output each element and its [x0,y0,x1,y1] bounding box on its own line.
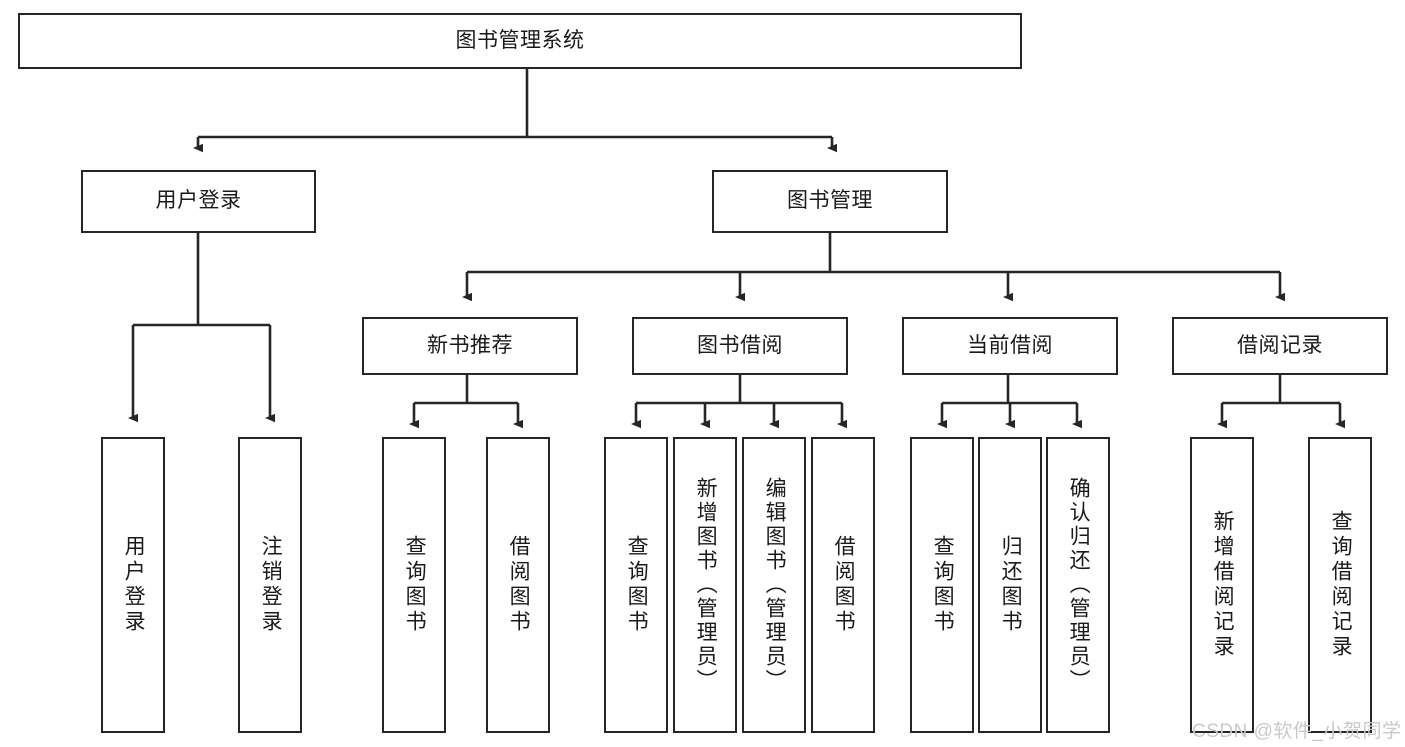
node-leaf-confirm-return[interactable]: 确认归还（管理员） [1046,437,1110,733]
node-leaf-query-book-1-label: 查询图书 [403,535,427,635]
node-leaf-query-record[interactable]: 查询借阅记录 [1308,437,1372,733]
node-leaf-query-record-label: 查询借阅记录 [1329,510,1353,660]
node-leaf-query-book-3[interactable]: 查询图书 [910,437,974,733]
node-leaf-borrow-book-1[interactable]: 借阅图书 [486,437,550,733]
node-user-login-label: 用户登录 [155,189,242,213]
node-leaf-add-book[interactable]: 新增图书（管理员） [673,437,737,733]
node-book-manage-label: 图书管理 [787,189,873,213]
node-current-borrow[interactable]: 当前借阅 [902,317,1118,375]
node-leaf-borrow-book-1-label: 借阅图书 [507,535,531,635]
node-leaf-query-book-2-label: 查询图书 [625,535,649,635]
node-root[interactable]: 图书管理系统 [18,13,1022,69]
node-leaf-logout-label: 注销登录 [259,535,283,635]
node-leaf-user-login[interactable]: 用户登录 [101,437,165,733]
node-current-borrow-label: 当前借阅 [967,333,1053,357]
node-book-borrow[interactable]: 图书借阅 [632,317,848,375]
node-user-login[interactable]: 用户登录 [81,170,316,233]
node-new-book-recommend-label: 新书推荐 [427,333,513,357]
node-leaf-query-book-3-label: 查询图书 [931,535,955,635]
node-root-label: 图书管理系统 [455,28,585,52]
node-leaf-logout[interactable]: 注销登录 [238,437,302,733]
node-book-manage[interactable]: 图书管理 [712,170,948,233]
node-leaf-add-record-label: 新增借阅记录 [1211,510,1235,660]
node-leaf-add-book-label: 新增图书（管理员） [694,477,718,693]
node-book-borrow-label: 图书借阅 [697,333,783,357]
node-leaf-query-book-2[interactable]: 查询图书 [604,437,668,733]
node-borrow-record[interactable]: 借阅记录 [1172,317,1388,375]
node-leaf-edit-book[interactable]: 编辑图书（管理员） [742,437,806,733]
node-leaf-query-book-1[interactable]: 查询图书 [382,437,446,733]
node-leaf-confirm-return-label: 确认归还（管理员） [1067,477,1091,693]
node-new-book-recommend[interactable]: 新书推荐 [362,317,578,375]
node-borrow-record-label: 借阅记录 [1237,333,1323,357]
node-leaf-borrow-book-2-label: 借阅图书 [832,535,856,635]
node-leaf-return-book-label: 归还图书 [999,535,1023,635]
node-leaf-user-login-label: 用户登录 [122,535,146,635]
node-leaf-return-book[interactable]: 归还图书 [978,437,1042,733]
node-leaf-borrow-book-2[interactable]: 借阅图书 [811,437,875,733]
node-leaf-edit-book-label: 编辑图书（管理员） [763,477,787,693]
node-leaf-add-record[interactable]: 新增借阅记录 [1190,437,1254,733]
